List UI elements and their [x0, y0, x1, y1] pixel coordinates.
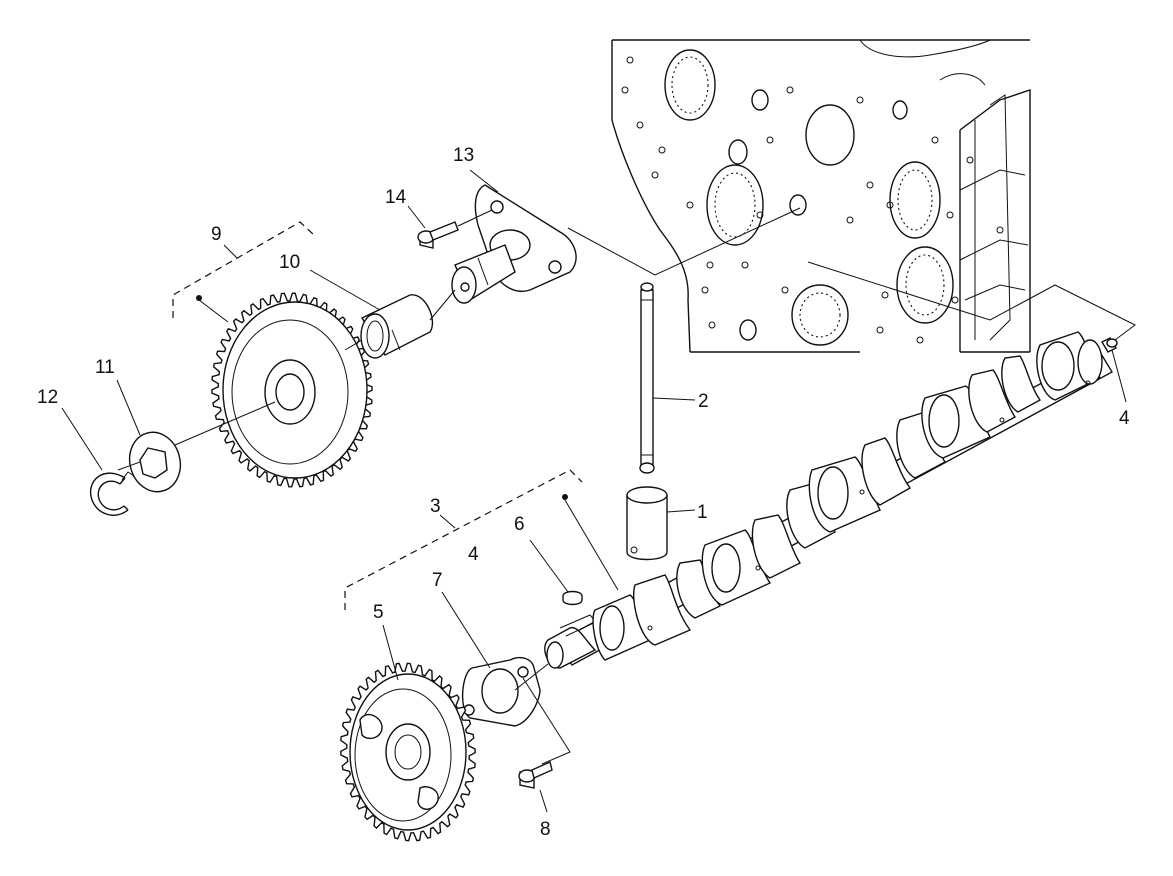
callout-14: 14 — [385, 187, 407, 208]
camshaft-mounting-leader — [807, 261, 1136, 341]
callout-1-leader — [666, 509, 696, 513]
callout-2-leader — [652, 397, 696, 401]
idler-gear-bushing — [360, 294, 434, 359]
thrust-plate-bolt — [518, 761, 553, 789]
callout-11: 11 — [95, 357, 115, 378]
callout-5-leader — [382, 624, 399, 681]
callout-2: 2 — [698, 391, 709, 412]
idler-gear-shaft — [451, 184, 577, 304]
snap-ring — [89, 471, 135, 516]
camshaft — [544, 331, 1113, 669]
snap-ring-to-washer-leader — [117, 461, 141, 471]
callout-8: 8 — [540, 819, 551, 840]
callout-10-leader — [309, 269, 381, 311]
camshaft-leader — [564, 499, 619, 591]
callout-6: 6 — [514, 514, 525, 535]
callout-4-camshaft: 4 — [468, 544, 479, 565]
idler-shaft-mounting-leader — [567, 207, 801, 276]
idler-gear-leader — [198, 299, 229, 323]
push-rod — [639, 282, 655, 474]
engine-block-front-face — [611, 39, 1031, 353]
thrust-washer — [128, 431, 182, 493]
callout-5: 5 — [373, 602, 384, 623]
tappet — [626, 486, 668, 561]
idler-gear — [211, 292, 373, 488]
idler-shaft-bolt — [417, 221, 459, 249]
callout-9-leader — [223, 244, 238, 259]
callout-4-plug-leader — [1111, 349, 1127, 403]
camshaft-assembly-bracket — [344, 469, 583, 610]
callout-12-leader — [61, 407, 103, 471]
callout-3-leader — [439, 514, 456, 529]
callout-4-plug: 4 — [1119, 408, 1130, 429]
washer-to-gear-leader — [174, 401, 276, 446]
callout-6-leader — [529, 539, 569, 593]
callout-14-leader — [407, 205, 426, 229]
bolt-14-to-flange-leader — [457, 209, 493, 227]
assembly-dot-marker — [562, 494, 568, 500]
bushing-to-shaft-leader — [429, 289, 456, 321]
callout-3: 3 — [430, 496, 441, 517]
thrust-plate — [462, 656, 541, 727]
thrust-plate-to-shaft-leader — [514, 663, 549, 691]
callout-12: 12 — [37, 387, 58, 408]
callout-11-leader — [116, 379, 141, 436]
expansion-plug — [1101, 337, 1118, 353]
gear-to-bushing-leader — [344, 339, 363, 351]
assembly-dot-marker-gear — [196, 295, 202, 301]
callout-7: 7 — [432, 570, 443, 591]
woodruff-key — [562, 590, 583, 606]
callout-8-leader — [539, 789, 548, 813]
callout-13-leader — [469, 169, 499, 193]
idler-gear-assembly-bracket — [172, 221, 315, 318]
callout-1: 1 — [697, 502, 708, 523]
callout-10: 10 — [279, 252, 300, 273]
camshaft-gear — [340, 662, 476, 842]
bolt-to-plate-leader — [522, 677, 571, 765]
callout-7-leader — [441, 591, 491, 669]
callout-13: 13 — [453, 145, 474, 166]
callout-9: 9 — [211, 224, 222, 245]
